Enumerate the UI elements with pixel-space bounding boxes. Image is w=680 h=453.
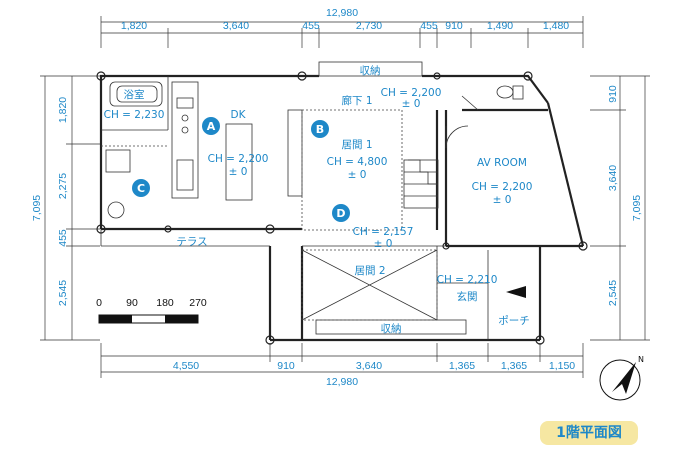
dk-level: ± 0 — [229, 166, 248, 178]
bottom-total-dim: 12,980 — [326, 376, 358, 388]
top-dim-4: 2,730 — [356, 20, 382, 32]
scale-label-270: 270 — [189, 297, 207, 309]
right-dim-3: 2,545 — [607, 280, 619, 306]
porch-label: ポーチ — [498, 315, 530, 327]
right-dim-2: 3,640 — [607, 165, 619, 191]
marker-b — [311, 120, 329, 138]
right-total-dim: 7,095 — [631, 195, 643, 221]
bath-label: 浴室 — [124, 88, 145, 101]
floor-plan-title-badge: 1階平面図 — [540, 421, 638, 445]
living1-ceiling-height: CH = 4,800 — [327, 156, 388, 168]
left-total-dim: 7,095 — [31, 195, 43, 221]
top-storage-box — [318, 61, 423, 77]
marker-c-label: C — [137, 182, 145, 195]
top-dim-1: 1,820 — [121, 20, 147, 32]
hall-ceiling-height: CH = 2,200 — [381, 87, 442, 99]
top-dim-5: 455 — [420, 20, 438, 32]
right-dim-1: 910 — [607, 85, 619, 103]
scale-label-90: 90 — [126, 297, 138, 309]
top-total-dim: 12,980 — [326, 7, 358, 19]
av-level: ± 0 — [493, 194, 512, 206]
scale-label-180: 180 — [156, 297, 174, 309]
scale-bar: 0 90 180 270 — [96, 297, 207, 324]
left-dim-3: 455 — [57, 229, 69, 247]
bath-ceiling-height: CH = 2,230 — [104, 109, 165, 121]
dk-ceiling-height: CH = 2,200 — [208, 153, 269, 165]
av-ceiling-height: CH = 2,200 — [472, 181, 533, 193]
top-dim-2: 3,640 — [223, 20, 249, 32]
svg-text:N: N — [638, 355, 644, 364]
bottom-dim-5: 1,365 — [501, 360, 527, 372]
top-dim-3: 455 — [302, 20, 320, 32]
marker-a-label: A — [207, 120, 216, 133]
bottom-dim-3: 3,640 — [356, 360, 382, 372]
bottom-dim-4: 1,365 — [449, 360, 475, 372]
dk-label: DK — [231, 109, 247, 121]
north-arrow-icon: N — [599, 355, 644, 401]
bottom-storage-box — [315, 319, 467, 335]
d-level: ± 0 — [374, 238, 393, 250]
left-dim-1: 1,820 — [57, 97, 69, 123]
entrance-label: 玄関 — [457, 290, 478, 303]
marker-b-label: B — [316, 123, 324, 136]
bottom-dimensions: 4,550 910 3,640 1,365 1,365 1,150 12,980 — [100, 343, 584, 388]
living1-label: 居間 1 — [341, 139, 372, 151]
left-dim-2: 2,275 — [57, 173, 69, 199]
terrace-label: テラス — [176, 236, 207, 248]
interior-fixtures — [101, 76, 524, 321]
living2-label: 居間 2 — [354, 265, 385, 277]
column-markers — [96, 71, 588, 345]
entrance-ceiling-height: CH = 2,210 — [437, 274, 498, 286]
top-dim-7: 1,490 — [487, 20, 513, 32]
left-dimensions: 7,095 1,820 2,275 455 2,545 — [31, 75, 100, 341]
marker-d — [332, 204, 350, 222]
living1-level: ± 0 — [348, 169, 367, 181]
scale-label-0: 0 — [96, 297, 102, 309]
room-labels: 浴室 CH = 2,230 DK CH = 2,200 ± 0 収納 廊下 1 … — [104, 64, 533, 335]
top-storage-label: 収納 — [360, 64, 381, 77]
bottom-dim-6: 1,150 — [549, 360, 575, 372]
marker-c — [132, 179, 150, 197]
top-dimensions: 12,980 1,820 3,640 455 2,730 455 910 1,4… — [100, 7, 584, 48]
marker-d-label: D — [336, 207, 345, 220]
left-dim-4: 2,545 — [57, 280, 69, 306]
top-dim-8: 1,480 — [543, 20, 569, 32]
bottom-dim-1: 4,550 — [173, 360, 199, 372]
view-markers: A B C D — [132, 117, 350, 222]
right-dimensions: 910 3,640 2,545 7,095 — [590, 75, 650, 341]
av-room-label: AV ROOM — [477, 157, 527, 169]
hall-label: 廊下 1 — [341, 94, 372, 107]
walls — [99, 61, 585, 342]
d-ceiling-height: CH = 2,157 — [353, 226, 414, 238]
top-dim-6: 910 — [445, 20, 463, 32]
bottom-storage-label: 収納 — [381, 322, 402, 335]
bottom-dim-2: 910 — [277, 360, 295, 372]
entrance-arrow-icon — [506, 286, 526, 298]
hall-level: ± 0 — [402, 98, 421, 110]
marker-a — [202, 117, 220, 135]
